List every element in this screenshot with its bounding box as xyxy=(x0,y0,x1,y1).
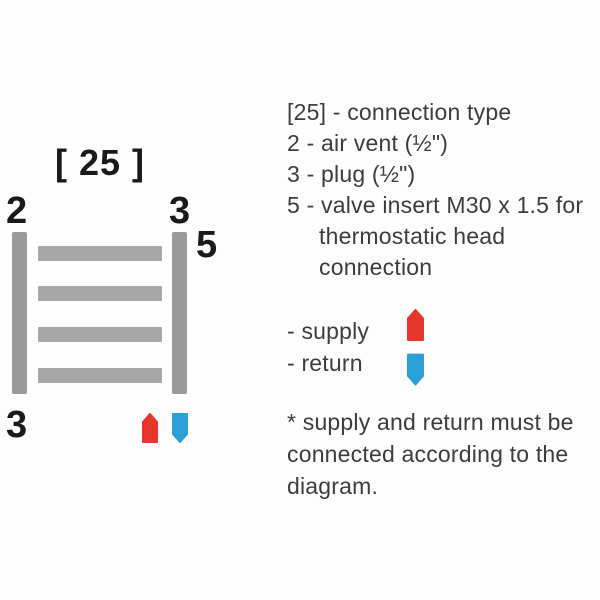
supply-arrow-icon xyxy=(407,308,424,342)
return-legend-label: - return xyxy=(287,350,363,376)
footnote-line: * supply and return must be xyxy=(287,409,574,435)
legend-line-connection-type: [25] - connection type xyxy=(287,99,512,125)
footnote-line: diagram. xyxy=(287,473,379,499)
radiator-rung xyxy=(38,286,162,301)
supply-legend-label: - supply xyxy=(287,318,370,344)
return-arrow-icon xyxy=(407,352,424,387)
legend-line-plug: 3 - plug (½") xyxy=(287,161,416,187)
plug-bottom-number-label: 3 xyxy=(6,404,28,446)
connection-type-title: [ 25 ] xyxy=(54,142,146,183)
radiator-rung xyxy=(38,246,162,261)
footnote: * supply and return must be connected ac… xyxy=(287,406,587,502)
parts-legend: [25] - connection type 2 - air vent (½")… xyxy=(287,97,587,283)
radiator-rung xyxy=(38,368,162,383)
legend-line-connection: connection xyxy=(319,254,433,280)
radiator-rung xyxy=(38,327,162,342)
legend-line-air-vent: 2 - air vent (½") xyxy=(287,130,449,156)
return-arrow-icon xyxy=(172,412,188,444)
valve-insert-number-label: 5 xyxy=(196,224,218,266)
radiator-right-collector xyxy=(172,232,187,394)
radiator-left-collector xyxy=(12,232,27,394)
air-vent-number-label: 2 xyxy=(6,190,28,232)
legend-line-valve-insert: 5 - valve insert M30 x 1.5 for xyxy=(287,192,584,218)
legend-line-thermostatic-head: thermostatic head xyxy=(319,223,506,249)
plug-top-number-label: 3 xyxy=(169,190,191,232)
supply-arrow-icon xyxy=(142,412,158,444)
footnote-line: connected according to the xyxy=(287,441,569,467)
